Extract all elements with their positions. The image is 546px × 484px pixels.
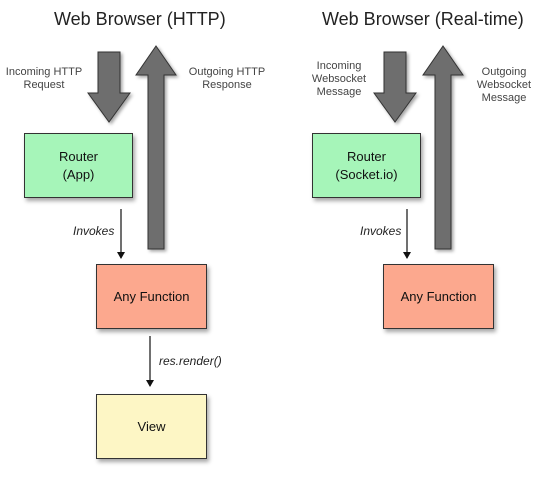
http-render-label: res.render() xyxy=(159,354,222,368)
realtime-incoming-arrow xyxy=(373,51,417,123)
realtime-outgoing-label: Outgoing Websocket Message xyxy=(476,66,532,105)
http-incoming-label: Incoming HTTP Request xyxy=(5,66,83,92)
http-function-box: Any Function xyxy=(96,264,207,329)
realtime-incoming-label: Incoming Websocket Message xyxy=(311,60,367,99)
http-view-box: View xyxy=(96,394,207,459)
http-outgoing-label: Outgoing HTTP Response xyxy=(188,66,266,92)
realtime-title: Web Browser (Real-time) xyxy=(322,9,524,29)
http-title: Web Browser (HTTP) xyxy=(54,9,226,29)
realtime-function-box: Any Function xyxy=(383,264,494,329)
http-incoming-arrow xyxy=(87,51,131,123)
realtime-outgoing-arrow xyxy=(422,45,464,250)
realtime-router-box: Router (Socket.io) xyxy=(312,133,421,198)
realtime-invokes-label: Invokes xyxy=(360,224,402,238)
http-router-box: Router (App) xyxy=(24,133,133,198)
http-invokes-label: Invokes xyxy=(73,224,115,238)
http-outgoing-arrow xyxy=(135,45,177,250)
